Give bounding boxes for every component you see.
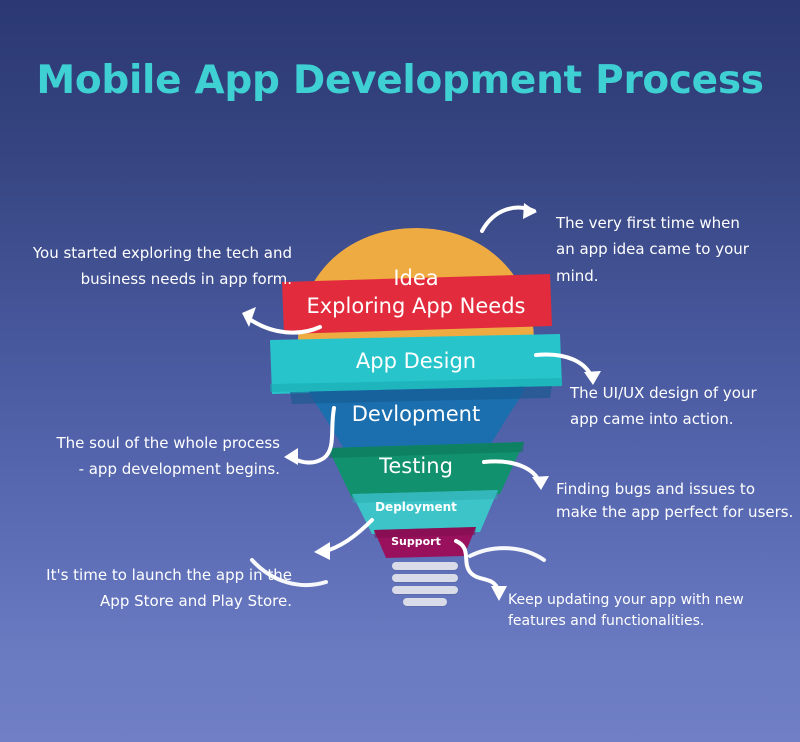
- bulb-base-ridge: [392, 586, 458, 594]
- callout-line: an app idea came to your: [556, 240, 749, 259]
- callout-line: features and functionalities.: [508, 613, 705, 629]
- callout-line: App Store and Play Store.: [100, 592, 292, 611]
- callout-idea: The very first time when an app idea cam…: [556, 210, 786, 289]
- callout-line: make the app perfect for users.: [556, 502, 794, 521]
- callout-app-design: The UI/UX design of your app came into a…: [570, 380, 796, 433]
- callout-testing: Finding bugs and issues to make the app …: [556, 478, 796, 523]
- funnel-stage-exploring-app-needs[interactable]: [282, 272, 552, 334]
- callout-exploring-app-needs: You started exploring the tech and busin…: [14, 240, 292, 293]
- callout-line: app came into action.: [570, 410, 734, 429]
- callout-line: The soul of the whole process: [56, 434, 280, 452]
- funnel-stage-development[interactable]: [290, 386, 552, 452]
- callout-line: The very first time when: [556, 214, 740, 232]
- bulb-base-ridge: [392, 562, 458, 570]
- funnel-stage-app-design[interactable]: [270, 334, 562, 394]
- funnel-stage-testing[interactable]: [328, 442, 524, 498]
- bulb-base-ridge: [392, 574, 458, 582]
- callout-line: Finding bugs and issues to: [556, 480, 755, 498]
- callout-line: The UI/UX design of your: [570, 384, 757, 402]
- callout-line: You started exploring the tech and: [32, 244, 292, 262]
- callout-line: mind.: [556, 266, 599, 285]
- bulb-base-ridge: [403, 598, 447, 606]
- callout-line: It's time to launch the app in the: [46, 566, 292, 584]
- callout-support: Keep updating your app with new features…: [508, 590, 788, 632]
- funnel-bulb-graphic: Idea Exploring App Needs App Design Devl…: [268, 222, 564, 562]
- funnel-stage-support[interactable]: [374, 527, 476, 558]
- callout-line: - app development begins.: [78, 460, 280, 479]
- callout-development: The soul of the whole process - app deve…: [30, 430, 280, 483]
- funnel-stage-deployment[interactable]: [352, 490, 498, 534]
- callout-line: Keep updating your app with new: [508, 592, 744, 608]
- bulb-base: [392, 562, 458, 614]
- page-title: Mobile App Development Process: [36, 58, 764, 103]
- callout-deployment: It's time to launch the app in the App S…: [32, 562, 292, 615]
- callout-line: business needs in app form.: [80, 270, 292, 289]
